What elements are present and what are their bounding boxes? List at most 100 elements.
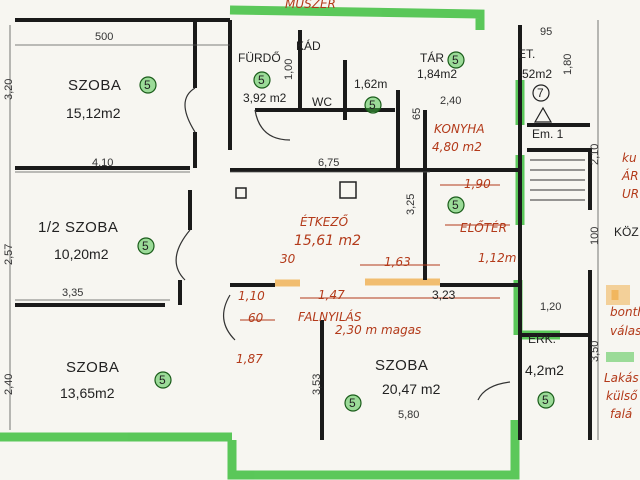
door-swings (175, 87, 511, 401)
room4-name: SZOBA (375, 357, 429, 374)
dim-410: 4,10 (92, 157, 114, 169)
stairs (530, 159, 585, 201)
green-side-patch (606, 352, 634, 362)
wc-name: WC (312, 95, 332, 109)
room4-area: 20,47 m2 (382, 381, 441, 397)
room2-area: 10,20m2 (54, 246, 109, 262)
room2-name: 1/2 SZOBA (38, 219, 119, 236)
konyha-name: KONYHA (434, 122, 485, 136)
annot-60: 60 (248, 311, 264, 325)
door-swing-erk (477, 381, 511, 401)
dim-95: 95 (540, 26, 553, 38)
door-swing-room1 (184, 87, 196, 133)
triangle-symbol (533, 106, 553, 123)
marker-circle (447, 51, 465, 69)
stairs-walls (527, 123, 592, 210)
marker-circle (139, 76, 157, 94)
tar-name: TÁR (420, 51, 444, 65)
side-note-8: ku (622, 151, 637, 165)
dim-580: 5,80 (398, 409, 420, 421)
konyha-area: 4,80 m2 (432, 140, 482, 154)
wc-area: 1,62m (354, 77, 388, 91)
erk-area: 4,2m2 (525, 362, 564, 378)
center-walls (230, 90, 520, 280)
marker-circle (537, 391, 555, 409)
annot-eloter: ELŐTÉR (460, 221, 507, 235)
marker-label: 5 (452, 198, 459, 212)
furdo-area: 3,92 m2 (243, 91, 287, 105)
marker-circle (137, 237, 155, 255)
dim-325: 3,25 (405, 193, 417, 215)
side-note-5: falá (610, 407, 633, 421)
room1-area: 15,12m2 (66, 105, 121, 121)
et-name: ET. (518, 47, 536, 61)
room3-area: 13,65m2 (60, 385, 115, 401)
marker-circle (154, 371, 172, 389)
marker-seven-circle (532, 84, 550, 102)
erk-name: ERK. (528, 332, 557, 346)
dim-240b: 2,40 (440, 95, 462, 107)
dim-675: 6,75 (318, 157, 340, 169)
annot-147: 1,47 (318, 288, 345, 302)
marker-seven-label: 7 (537, 86, 544, 100)
dimension-lines (9, 20, 599, 440)
door-swing-dining (223, 294, 236, 341)
dim-100b: 100 (589, 226, 601, 245)
dim-500: 500 (95, 31, 114, 43)
et-area: 52m2 (522, 67, 553, 81)
side-note-2: válasz (610, 324, 640, 338)
dim-335: 3,35 (62, 287, 84, 299)
marker-label: 5 (144, 78, 151, 92)
kad-name: KÁD (296, 39, 321, 53)
bottom-wall-highlight (227, 420, 520, 480)
door-swing-room2 (175, 229, 191, 281)
marker-label: 5 (542, 393, 549, 407)
dim-180: 1,80 (562, 53, 574, 75)
dim-240: 2,40 (3, 373, 15, 395)
dim-320: 3,20 (3, 78, 15, 100)
marker-circle (364, 96, 382, 114)
dim-350: 3,50 (589, 340, 601, 362)
annot-30: 30 (280, 252, 296, 266)
marker-label: 5 (349, 396, 356, 410)
orange-side-patch (606, 285, 630, 305)
annot-187: 1,87 (236, 352, 263, 366)
handwritten-lines (240, 184, 510, 321)
side-note-7: UR (622, 187, 640, 201)
bathroom-walls (228, 20, 395, 150)
side-note-3: Lakás (604, 371, 639, 385)
annot-163: 1,63 (384, 255, 411, 269)
column-1 (235, 187, 247, 199)
furdo-name: FÜRDŐ (238, 51, 281, 65)
em-label: Em. 1 (532, 127, 564, 141)
marker-label: 5 (452, 53, 459, 67)
dim-120: 1,20 (540, 301, 562, 313)
column-2 (339, 181, 357, 199)
koz-label: KÖZ (614, 225, 639, 239)
etkezo-area: 15,61 m2 (294, 233, 362, 249)
side-note-4: külső (606, 389, 638, 403)
dim-257: 2,57 (3, 243, 15, 265)
annot-323: 3,23 (432, 288, 456, 302)
annot-falnyilas: FALNYILÁS (298, 310, 362, 324)
dim-353: 3,53 (311, 373, 323, 395)
top-wall-highlight (229, 5, 485, 30)
marker-label: 5 (369, 98, 376, 112)
marker-label: 5 (258, 73, 265, 87)
annot-magas: 2,30 m magas (335, 323, 422, 337)
tar-area: 1,84m2 (417, 67, 458, 81)
dim-100: 1,00 (283, 58, 295, 80)
etkezo-name: ÉTKEZŐ (300, 215, 349, 229)
dim-65: 65 (411, 107, 423, 120)
side-note-1: bontha (610, 305, 640, 319)
annot-eloter-area: 1,12m (478, 251, 517, 265)
header-note: MŰSZER (285, 0, 336, 11)
walls (15, 18, 592, 440)
erk-walls (520, 270, 592, 440)
room-markers (137, 51, 555, 412)
dim-210: 2,10 (589, 143, 601, 165)
marker-circle (447, 196, 465, 214)
room1-name: SZOBA (68, 77, 122, 94)
marker-circle (253, 71, 271, 89)
